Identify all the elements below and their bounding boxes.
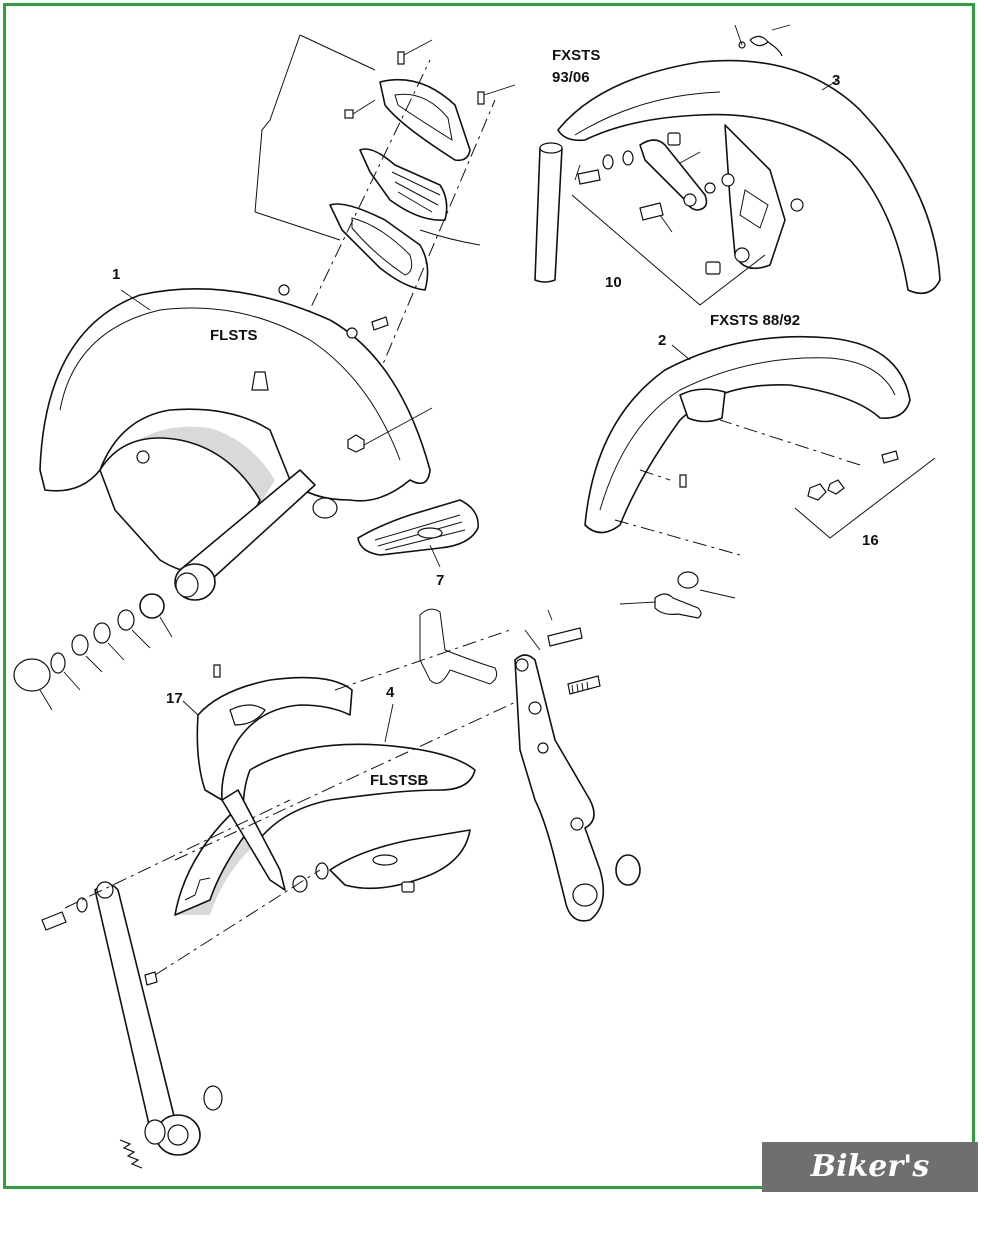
parts-diagram: FXSTS 93/06 3 10 FXSTS 88/92 2 16 1 FLST…: [13, 24, 941, 1169]
fxsts-93-06-fender: [534, 24, 941, 306]
label-4: 4: [386, 684, 395, 701]
fxsts-88-92-fender: [584, 335, 936, 619]
label-fxsts-88-92: FXSTS 88/92: [710, 312, 800, 329]
label-flstsb: FLSTSB: [370, 772, 428, 789]
label-1: 1: [112, 266, 120, 283]
label-10: 10: [605, 274, 622, 291]
green-frame: [3, 3, 975, 1189]
label-17: 17: [166, 690, 183, 707]
flstsb-fender: [41, 629, 521, 1169]
label-fxsts-years: 93/06: [552, 69, 590, 86]
label-7: 7: [436, 572, 444, 589]
strut-bracket: [419, 608, 641, 922]
label-16: 16: [862, 532, 879, 549]
light-assembly: [254, 34, 516, 431]
label-2: 2: [658, 332, 666, 349]
store-watermark: Biker's Store: [762, 1142, 978, 1234]
flsts-fender: [13, 284, 479, 711]
label-flsts: FLSTS: [210, 327, 258, 344]
label-fxsts: FXSTS: [552, 47, 600, 64]
label-3: 3: [832, 72, 840, 89]
